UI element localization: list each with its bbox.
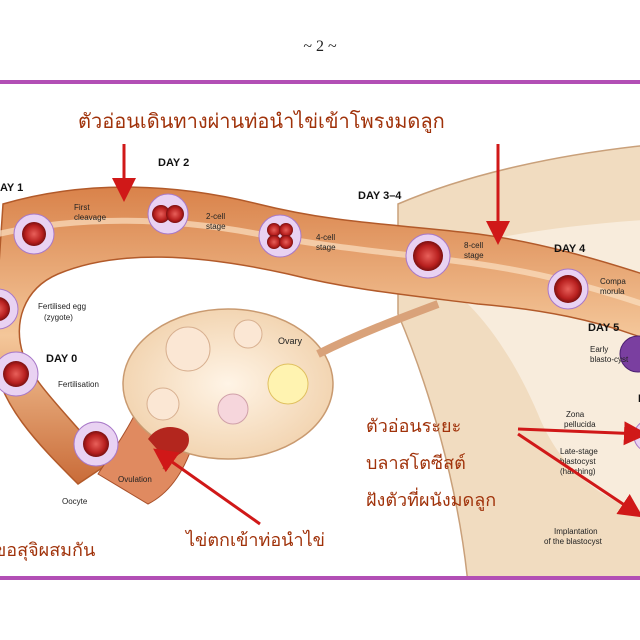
day6-partial-label: D (638, 393, 640, 405)
implantation-label-2: of the blastocyst (544, 537, 603, 546)
oocyte-cell (73, 421, 119, 467)
thai-blastocyst-line3: ฝังตัวที่ผนังมดลูก (366, 487, 496, 511)
oocyte-label: Oocyte (62, 497, 88, 506)
thai-blastocyst-line1: ตัวอ่อนระยะ (366, 416, 461, 437)
two-cell-label-2: stage (206, 222, 226, 231)
day4-label: DAY 4 (554, 243, 586, 255)
svg-text:Fertilised egg(zygote): Fertilised egg (zygote) (38, 302, 86, 322)
early-blastocyst (619, 335, 640, 373)
late-blastocyst-label-2: blastocyst (560, 457, 596, 466)
day1-label: DAY 1 (0, 182, 23, 194)
first-cleavage-cell (13, 213, 55, 255)
day0-label: DAY 0 (46, 353, 77, 365)
eight-cell-label-1: 8-cell (464, 241, 483, 250)
four-cell-embryo (258, 214, 302, 258)
late-blastocyst-label-1: Late-stage (560, 447, 598, 456)
compact-morula-label-1: Compa (600, 277, 626, 286)
fertilisation-label: Fertilisation (58, 380, 99, 389)
fertilised-cell (0, 288, 19, 330)
fertilised-egg-label-1: Fertilised egg (38, 302, 86, 311)
compact-morula-label-2: morula (600, 287, 625, 296)
zona-pellucida-label-1: Zona (566, 410, 585, 419)
morula (547, 268, 589, 310)
first-cleavage-label-1: First (74, 203, 90, 212)
ovary-label: Ovary (278, 336, 303, 346)
zona-pellucida-label-2: pellucida (564, 420, 596, 429)
early-blastocyst-label-1: Early (590, 345, 608, 354)
first-cleavage-label-2: cleavage (74, 213, 107, 222)
thai-title: ตัวอ่อนเดินทางผ่านท่อนำไข่เข้าโพรงมดลูก (78, 109, 445, 134)
page-number: ~ 2 ~ (303, 38, 337, 55)
implantation-label-1: Implantation (554, 527, 598, 536)
day5-label: DAY 5 (588, 322, 619, 334)
eight-cell-label-2: stage (464, 251, 484, 260)
thai-fertilization-partial: ขอสุจิผสมกัน (0, 540, 95, 561)
arrow-blastocyst-implant (517, 432, 640, 518)
day34-label: DAY 3–4 (358, 190, 402, 202)
four-cell-label-1: 4-cell (316, 233, 335, 242)
embryo-journey-diagram: DAY 1 DAY 2 DAY 3–4 DAY 4 DAY 5 DAY 0 D … (0, 109, 640, 576)
fertilised-egg-label-2: (zygote) (44, 313, 73, 322)
two-cell-embryo (147, 193, 189, 235)
early-blastocyst-label-2: blasto-cyst (590, 355, 629, 364)
figure-frame: DAY 1 DAY 2 DAY 3–4 DAY 4 DAY 5 DAY 0 D … (0, 80, 640, 580)
ovulation-label: Ovulation (118, 475, 152, 484)
arrow-egg-to-tube (153, 448, 261, 526)
arrow-blastocyst-late (517, 421, 640, 446)
four-cell-label-2: stage (316, 243, 336, 252)
late-blastocyst-label-3: (hatching) (560, 467, 596, 476)
zygote-cell (0, 351, 39, 397)
day2-label: DAY 2 (158, 157, 189, 169)
thai-blastocyst-line2: บลาสโตซีสต์ (366, 452, 466, 474)
thai-egg-to-tube: ไข่ตกเข้าท่อนำไข่ (184, 529, 325, 551)
eight-cell-embryo (405, 233, 451, 279)
two-cell-label-1: 2-cell (206, 212, 225, 221)
